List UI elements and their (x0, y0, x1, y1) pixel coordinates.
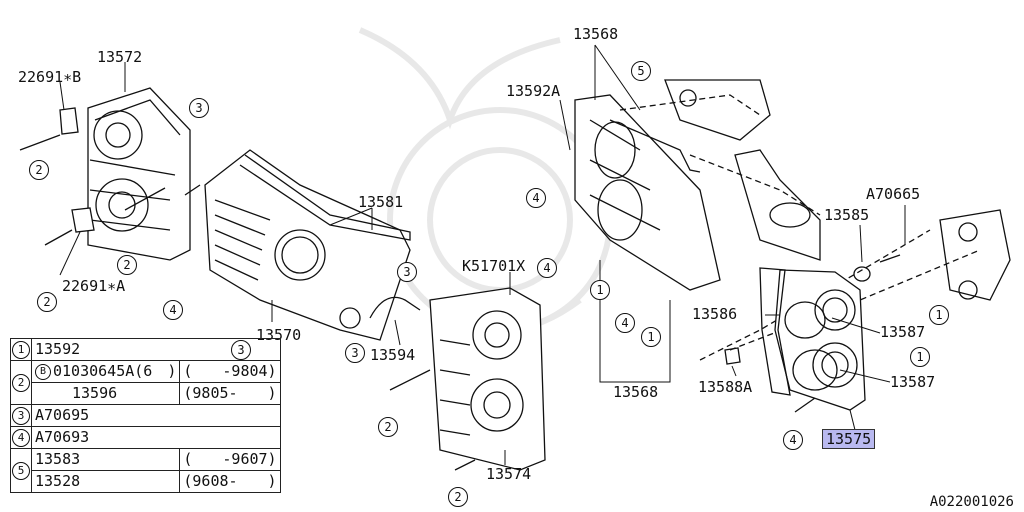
seal-13585 (853, 266, 871, 282)
callout-circle: 3 (397, 262, 417, 282)
plug-13588a (724, 347, 741, 365)
callout-circle: 2 (448, 487, 468, 507)
legend-part: A70695 (31, 404, 281, 427)
part-label-22691a: 22691∗A (62, 277, 126, 295)
back-plate-13570 (204, 149, 411, 341)
timing-cover-13572 (87, 87, 191, 261)
bolt-right-bottom (794, 397, 816, 413)
callout-circle: 2 (37, 292, 57, 312)
callout-circle: 2 (29, 160, 49, 180)
legend-part: 01030645A(6 ) (53, 362, 177, 380)
legend-part: 13528 (30, 470, 181, 493)
bolt-a70665 (879, 254, 901, 263)
legend-part: 13596 (30, 382, 181, 405)
gasket-13581 (239, 154, 411, 241)
callout-circle: 4 (537, 258, 557, 278)
engine-block (664, 79, 1011, 301)
legend-number-2: 2 (12, 373, 30, 392)
seal-13587-upper (784, 301, 826, 339)
part-label-13581: 13581 (358, 193, 404, 211)
legend-row-3: 3 A70695 (10, 404, 281, 427)
seal-13587-lower (792, 349, 838, 391)
part-label-13594: 13594 (370, 346, 416, 364)
timing-cover-13574 (429, 287, 546, 471)
callout-circle: 1 (910, 347, 930, 367)
legend-number-1: 1 (12, 340, 30, 359)
legend-row-5a: 5 13583 ( -9607) (10, 448, 281, 493)
callout-circle: 1 (929, 305, 949, 325)
callout-circle: 1 (590, 280, 610, 300)
bolt-cover-center (124, 187, 166, 211)
bracket-22691a (71, 207, 95, 233)
legend-range: ( -9804) (179, 360, 281, 383)
part-label-13575-highlighted[interactable]: 13575 (822, 429, 876, 449)
callout-circle: 3 (345, 343, 365, 363)
callout-circle: 4 (615, 313, 635, 333)
legend-range: (9805- ) (179, 382, 281, 405)
callout-circle: 4 (163, 300, 183, 320)
bolt-left-top (19, 134, 61, 151)
timing-cover-13575 (774, 269, 866, 411)
part-label-13586: 13586 (692, 305, 738, 323)
bolt-mark-icon: B (35, 363, 51, 380)
callout-circle: 3 (189, 98, 209, 118)
engine-block-outline (619, 94, 981, 361)
harness-13594 (369, 296, 421, 319)
part-label-a70665: A70665 (866, 185, 921, 203)
callout-circle: 2 (117, 255, 137, 275)
bolt-left-mid (44, 229, 73, 246)
part-label-13592a: 13592A (506, 82, 561, 100)
bolt-bottom (454, 459, 476, 471)
legend-part: 13592 (31, 338, 281, 361)
legend-part: 13583 (30, 448, 181, 471)
legend-number-3: 3 (12, 406, 30, 425)
part-label-22691b: 22691∗B (18, 68, 82, 86)
part-label-13574: 13574 (486, 465, 532, 483)
callout-circle: 5 (631, 61, 651, 81)
part-label-13572: 13572 (97, 48, 143, 66)
legend-range: ( -9607) (179, 448, 281, 471)
callout-circle: 4 (526, 188, 546, 208)
legend-row-1: 1 13592 (10, 338, 281, 361)
part-label-13588a: 13588A (698, 378, 753, 396)
leader-lines (59, 44, 906, 465)
part-label-13585: 13585 (824, 206, 870, 224)
legend-number-5: 5 (12, 461, 30, 480)
legend-row-2b: 13596 (9805- ) (11, 382, 281, 405)
callout-circle: 2 (378, 417, 398, 437)
legend-row-4: 4 A70693 (10, 426, 281, 449)
part-label-13587-upper: 13587 (880, 323, 926, 341)
timing-cover-13568 (574, 94, 721, 291)
bracket-22691b (59, 107, 79, 135)
callout-circle: 4 (783, 430, 803, 450)
bolt-mid-cover (389, 369, 431, 391)
callout-circle: 1 (641, 327, 661, 347)
legend-range: (9608- ) (179, 470, 281, 493)
legend-row-5b: 13528 (9608- ) (11, 470, 281, 493)
diagram-code: A022001026 (929, 494, 1014, 510)
gasket-13586 (759, 267, 791, 396)
part-label-13587-lower: 13587 (890, 373, 936, 391)
legend-part: A70693 (31, 426, 281, 449)
part-label-k51701x: K51701X (462, 257, 526, 275)
part-label-13568-top: 13568 (573, 25, 619, 43)
bolt-cover-right (184, 184, 201, 196)
legend-number-4: 4 (12, 428, 30, 447)
part-label-13568-bottom: 13568 (613, 383, 659, 401)
